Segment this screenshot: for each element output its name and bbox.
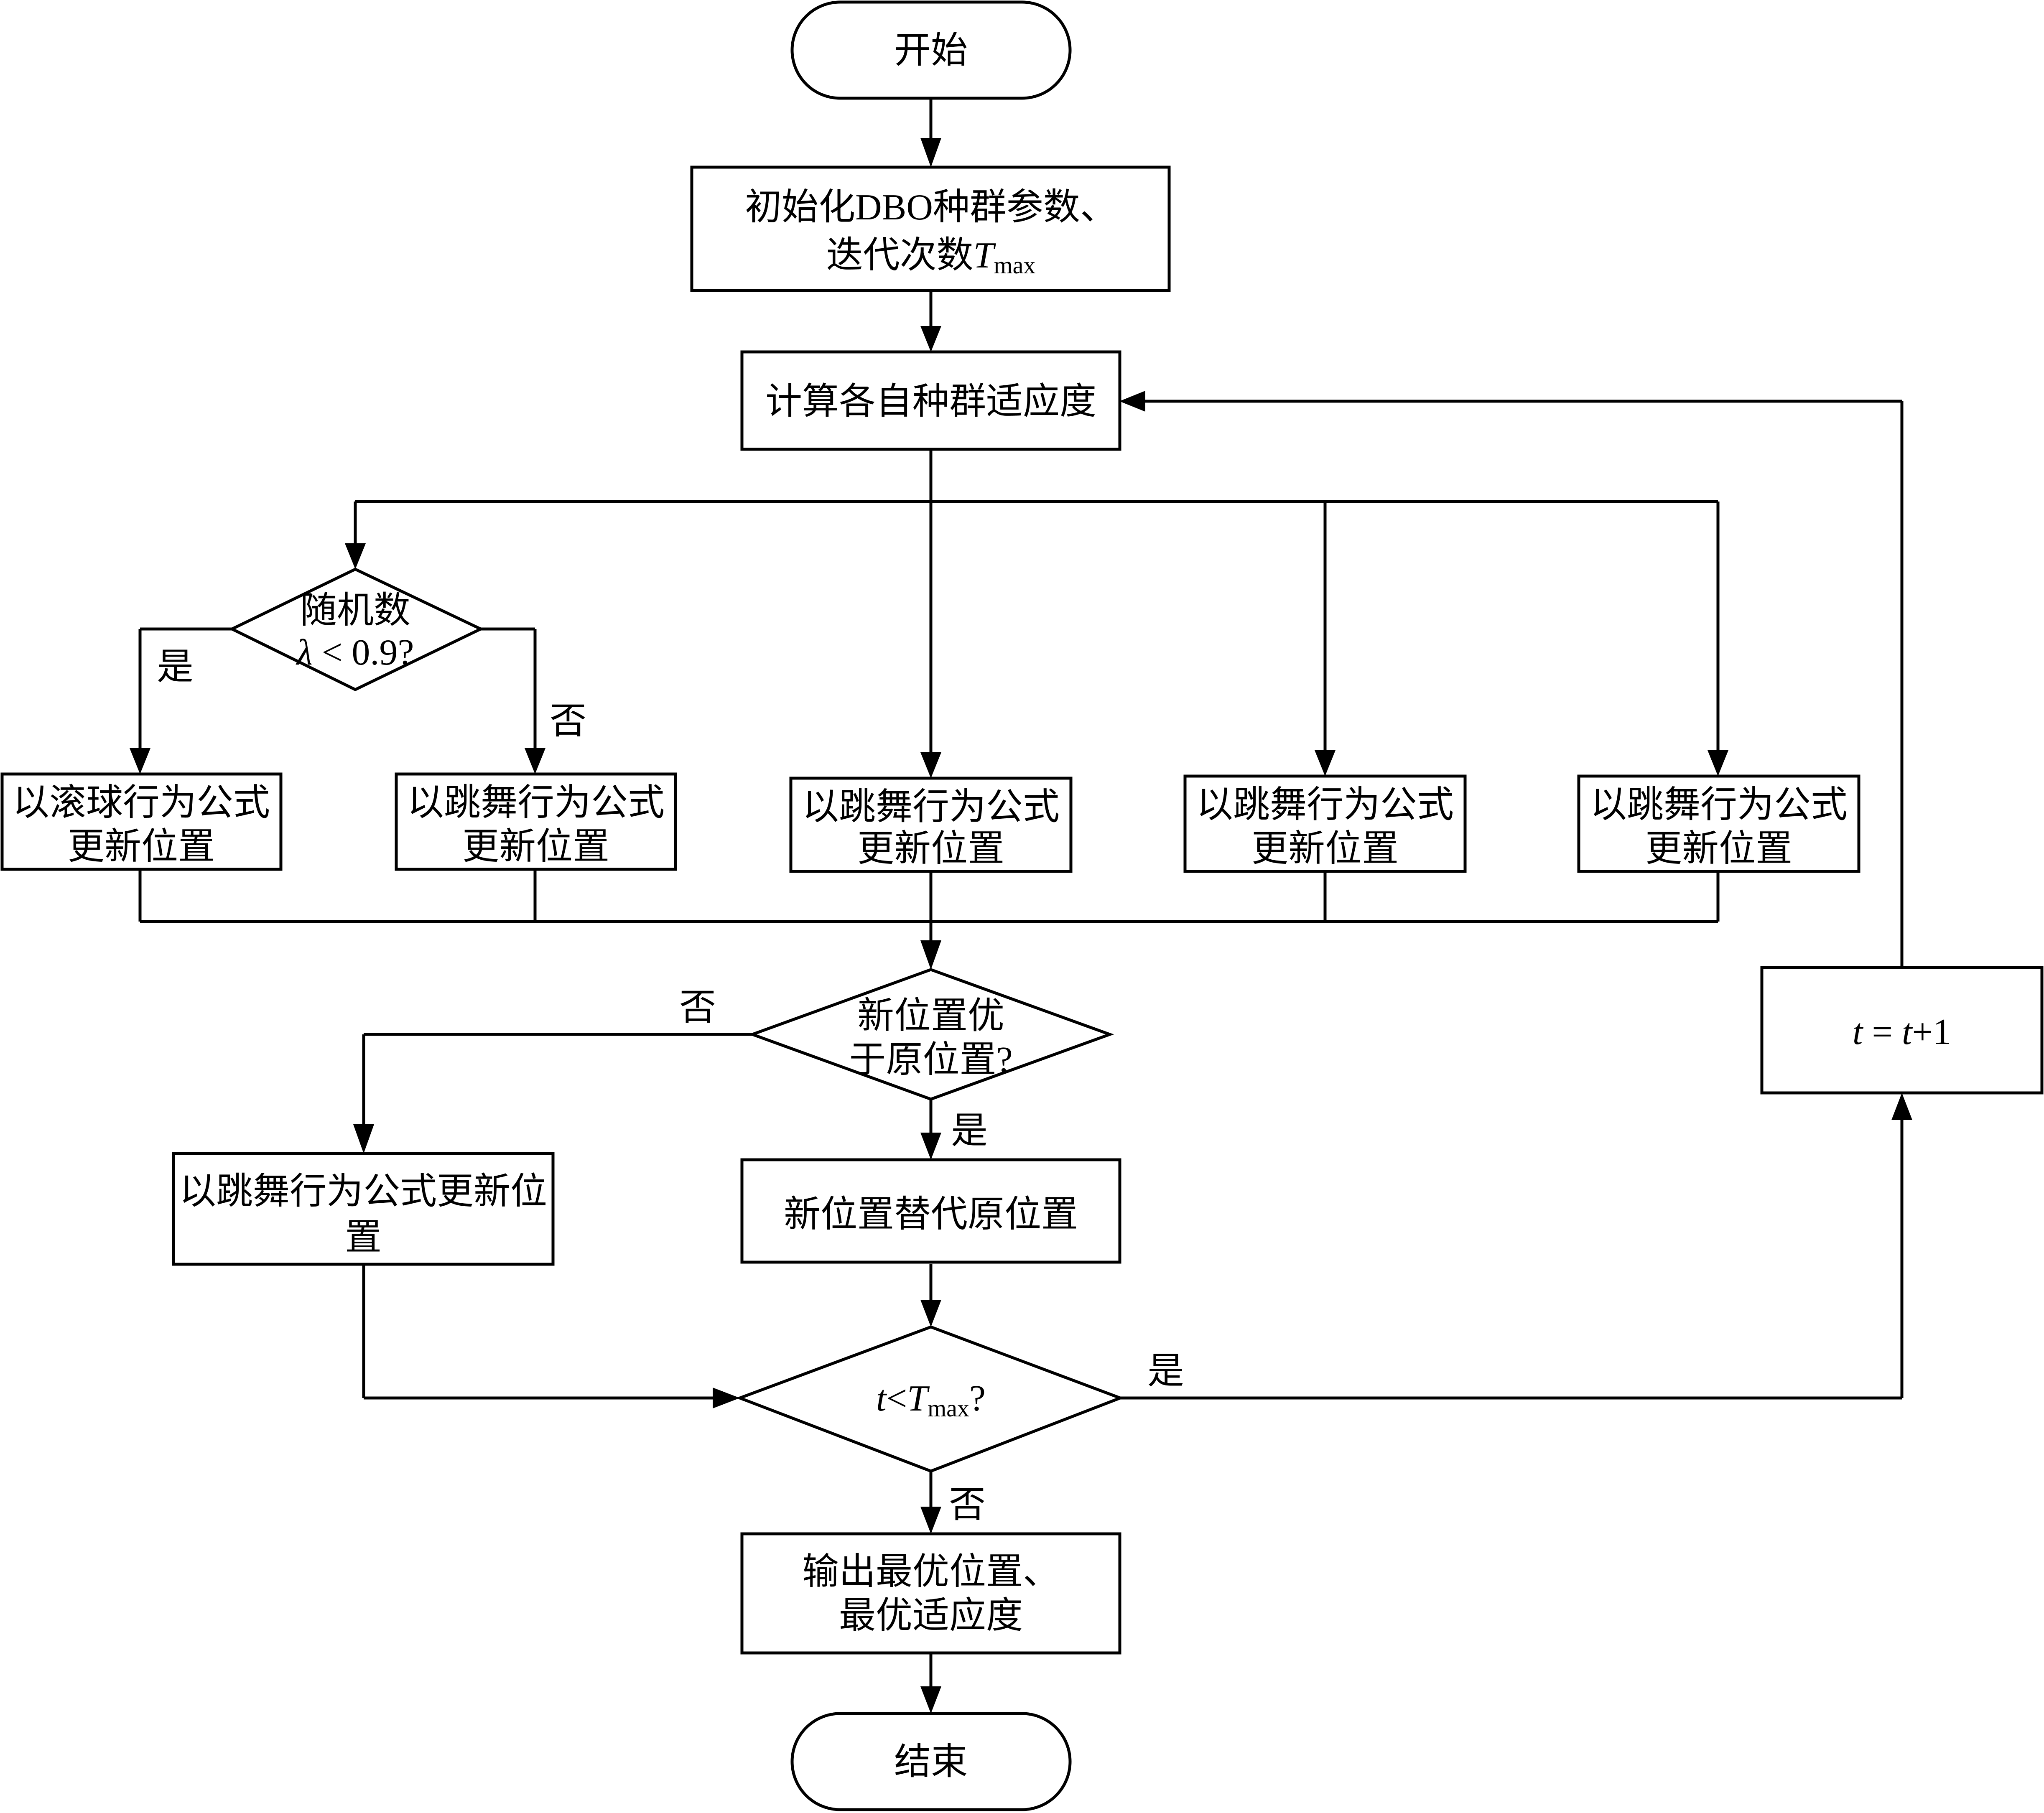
- arrow-to-dance-3: [1315, 750, 1335, 776]
- compare-label-line2: 于原位置?: [849, 1040, 1012, 1080]
- init-label-line1: 初始化DBO种群参数、: [745, 187, 1117, 228]
- arrow-to-dance-1: [525, 748, 545, 774]
- replace-label: 新位置替代原位置: [784, 1194, 1078, 1235]
- random-yes-label: 是: [157, 647, 194, 688]
- dance-2-label-line2: 更新位置: [857, 829, 1004, 869]
- dance-3-label-line2: 更新位置: [1251, 829, 1399, 869]
- arrow-to-loop-from-left: [713, 1388, 740, 1408]
- roll-box: 以滚球行为公式 更新位置: [0, 772, 283, 871]
- arrow-back-to-fitness: [1119, 391, 1145, 412]
- connectors: [138, 98, 1904, 1686]
- arrow-to-replace: [920, 1133, 941, 1160]
- arrow-to-random: [345, 543, 366, 569]
- dance-4-label-line1: 以跳舞行为公式: [1590, 785, 1848, 825]
- arrow-to-increment: [1891, 1093, 1912, 1120]
- start-label: 开始: [894, 31, 968, 71]
- output-box: 输出最优位置、 最优适应度: [740, 1532, 1121, 1655]
- random-no-label: 否: [550, 701, 586, 742]
- increment-label: t = t+1: [1853, 1012, 1951, 1052]
- branch-labels: 是 否 否 是 是 否: [157, 647, 1184, 1525]
- fitness-label: 计算各自种群适应度: [765, 382, 1096, 422]
- end-node: 结束: [790, 1712, 1072, 1811]
- roll-label-line2: 更新位置: [68, 827, 215, 867]
- roll-label-line1: 以滚球行为公式: [13, 783, 270, 823]
- loop-no-label: 否: [949, 1485, 986, 1525]
- init-label-line2: 迭代次数Tmax: [826, 235, 1036, 279]
- dance-full-box: 以跳舞行为公式更新位 置: [172, 1152, 555, 1266]
- dance-box-2: 以跳舞行为公式 更新位置: [789, 777, 1073, 873]
- arrow-to-init: [920, 138, 941, 167]
- compare-yes-label: 是: [951, 1111, 988, 1151]
- compare-diamond: 新位置优 于原位置?: [748, 968, 1114, 1101]
- output-label-line2: 最优适应度: [839, 1596, 1023, 1636]
- dance-1-label-line2: 更新位置: [462, 827, 609, 867]
- random-label-line1: 随机数: [300, 591, 410, 631]
- replace-box: 新位置替代原位置: [740, 1158, 1121, 1264]
- arrow-to-dance-4: [1708, 750, 1728, 776]
- random-label-line2: λ < 0.9?: [296, 632, 414, 673]
- end-label: 结束: [894, 1742, 968, 1782]
- arrow-to-end: [920, 1686, 941, 1714]
- dance-2-label-line1: 以跳舞行为公式: [802, 787, 1060, 828]
- increment-box: t = t+1: [1760, 966, 2044, 1095]
- arrow-to-dance-full: [353, 1124, 374, 1153]
- compare-label-line1: 新位置优: [857, 996, 1004, 1036]
- loop-condition-label: t<Tmax?: [876, 1378, 986, 1422]
- dance-3-label-line1: 以跳舞行为公式: [1196, 785, 1454, 825]
- start-node: 开始: [790, 0, 1072, 100]
- dance-full-label-line2: 置: [345, 1217, 382, 1258]
- compare-no-label: 否: [679, 988, 716, 1028]
- arrow-to-fitness: [920, 326, 941, 352]
- dance-box-1: 以跳舞行为公式 更新位置: [395, 772, 677, 871]
- loop-yes-label: 是: [1147, 1351, 1184, 1392]
- output-label-line1: 输出最优位置、: [802, 1552, 1060, 1592]
- dance-4-label-line2: 更新位置: [1645, 829, 1792, 869]
- loop-diamond: t<Tmax?: [736, 1325, 1124, 1473]
- dance-box-3: 以跳舞行为公式 更新位置: [1183, 774, 1467, 873]
- dance-full-label-line1: 以跳舞行为公式更新位: [179, 1171, 547, 1212]
- fitness-box: 计算各自种群适应度: [740, 350, 1121, 451]
- dance-box-4: 以跳舞行为公式 更新位置: [1577, 774, 1860, 873]
- arrow-to-compare: [920, 940, 941, 970]
- arrowheads: [130, 138, 1912, 1714]
- dance-1-label-line1: 以跳舞行为公式: [407, 783, 665, 823]
- arrow-to-roll: [130, 748, 150, 774]
- arrow-to-loop-from-replace: [920, 1300, 941, 1327]
- arrow-to-output: [920, 1507, 941, 1534]
- arrow-to-dance-2: [920, 752, 941, 778]
- random-diamond: 随机数 λ < 0.9?: [229, 568, 484, 691]
- init-box: 初始化DBO种群参数、 迭代次数Tmax: [690, 166, 1171, 292]
